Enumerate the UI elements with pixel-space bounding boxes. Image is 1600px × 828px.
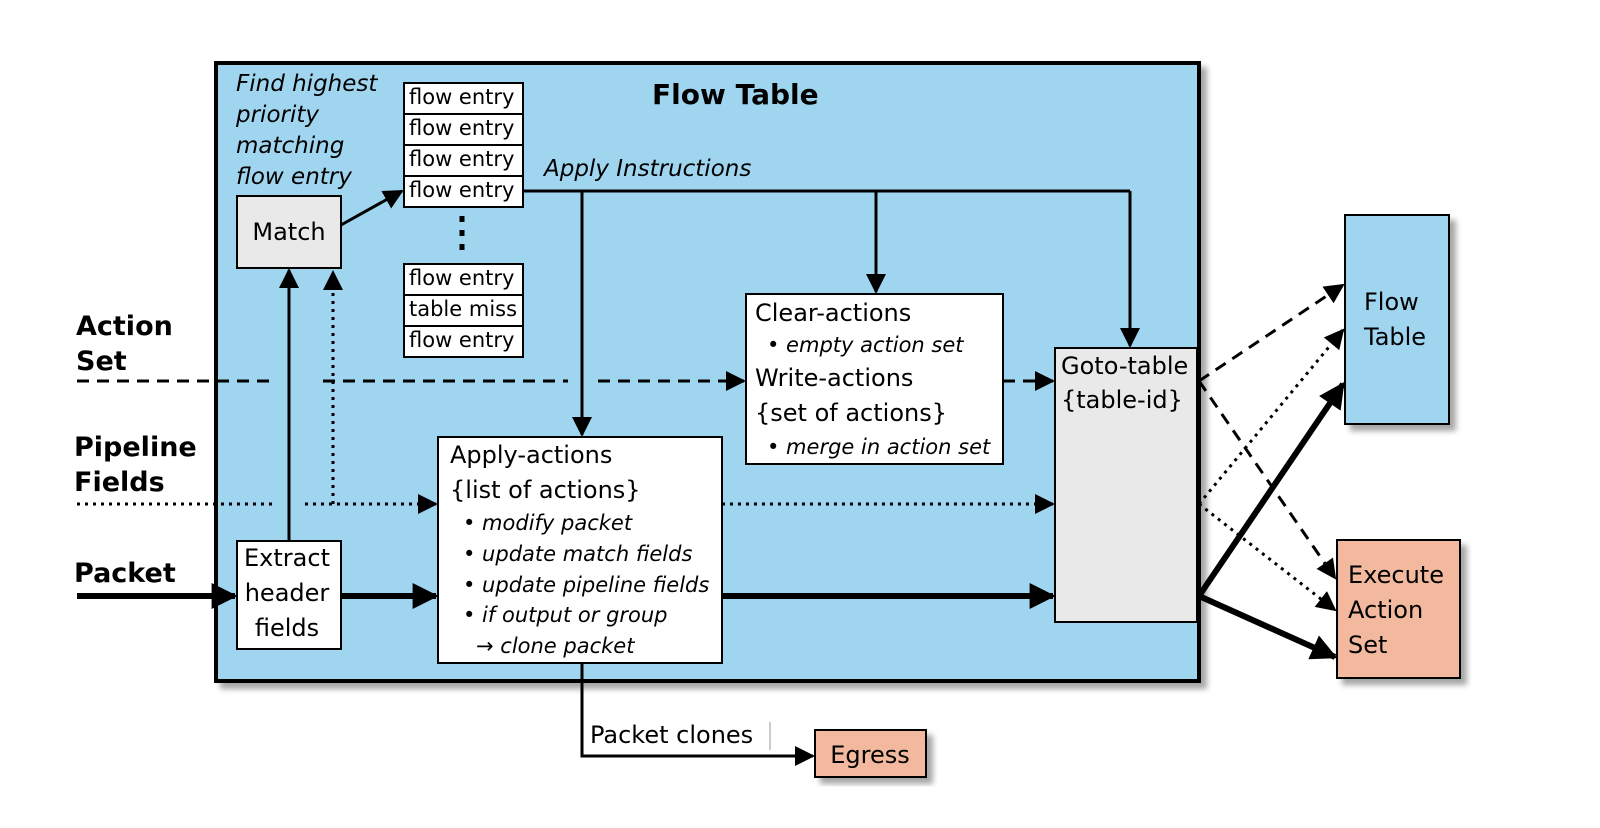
apply-actions-title: Apply-actions xyxy=(450,441,612,469)
flow-entry-stack-top: flow entry flow entry flow entry flow en… xyxy=(403,82,524,208)
goto-to-execute-dotted xyxy=(1198,502,1337,612)
apply-item-2: • update match fields xyxy=(463,542,692,566)
goto-to-table-solid xyxy=(1196,381,1346,598)
clear-actions-sub: • empty action set xyxy=(767,333,964,357)
match-to-entry-arrow xyxy=(340,189,404,227)
find-line-2: priority xyxy=(235,102,319,128)
apply-item-3: • update pipeline fields xyxy=(463,573,709,597)
flow-entry-4 xyxy=(403,175,524,208)
goto-table-box xyxy=(1054,347,1198,623)
write-actions-title: Write-actions xyxy=(755,364,913,392)
table-miss-label: table miss xyxy=(409,297,517,321)
pipeline-fields-label-2: Fields xyxy=(74,467,165,498)
action-set-label-2: Set xyxy=(76,346,127,377)
table-miss-entry xyxy=(403,294,524,327)
write-actions-sub: {set of actions} xyxy=(755,399,947,427)
next-flow-table-line-1: Flow xyxy=(1364,288,1419,316)
extract-line-3: fields xyxy=(255,614,319,642)
packet-clones-arrow xyxy=(580,663,815,766)
pipeline-fields-label-1: Pipeline xyxy=(74,432,197,463)
execute-line-3: Set xyxy=(1348,631,1387,659)
flow-entry-2-label: flow entry xyxy=(409,116,514,140)
find-line-3: matching xyxy=(236,133,344,159)
flow-entry-6 xyxy=(403,325,524,358)
egress-box xyxy=(814,729,927,778)
next-flow-table-line-2: Table xyxy=(1363,323,1426,351)
execute-line-1: Execute xyxy=(1348,561,1444,589)
goto-table-id: {table-id} xyxy=(1061,386,1183,414)
goto-table-title: Goto-table xyxy=(1061,352,1188,380)
flow-entry-6-label: flow entry xyxy=(409,328,514,352)
action-set-label-1: Action xyxy=(76,311,173,342)
flow-entry-5-label: flow entry xyxy=(409,266,514,290)
flow-table-title: Flow Table xyxy=(652,78,819,111)
flow-entry-1-label: flow entry xyxy=(409,85,514,109)
flow-entry-stack-bottom: flow entry table miss flow entry xyxy=(403,263,524,358)
apply-actions-box xyxy=(437,436,723,664)
extract-line-2: header xyxy=(245,579,330,607)
flow-entry-4-label: flow entry xyxy=(409,178,514,202)
clear-actions-title: Clear-actions xyxy=(755,299,911,327)
apply-item-4: • if output or group xyxy=(463,603,668,627)
execute-line-2: Action xyxy=(1348,596,1423,624)
match-box xyxy=(236,195,342,269)
apply-instructions-label: Apply Instructions xyxy=(542,156,751,182)
find-line-1: Find highest xyxy=(236,71,378,97)
flow-entry-5 xyxy=(403,263,524,296)
goto-to-table-dashed xyxy=(1198,283,1345,383)
find-highest-priority-text: Find highest priority matching flow entr… xyxy=(235,71,378,190)
apply-item-1: • modify packet xyxy=(463,511,633,535)
merge-action-set: • merge in action set xyxy=(767,435,991,459)
extract-line-1: Extract xyxy=(244,544,330,572)
egress-label: Egress xyxy=(830,741,910,769)
clear-write-actions-box xyxy=(745,293,1004,465)
execute-action-set-box xyxy=(1336,539,1461,679)
apply-actions-sub: {list of actions} xyxy=(450,476,641,504)
flow-entry-2 xyxy=(403,113,524,146)
next-flow-table-box xyxy=(1344,214,1450,425)
goto-to-execute-solid xyxy=(1197,593,1338,660)
find-line-4: flow entry xyxy=(236,164,352,190)
match-label: Match xyxy=(252,218,325,246)
flow-entry-3-label: flow entry xyxy=(409,147,514,171)
packet-clones-label: Packet clones xyxy=(590,721,753,749)
goto-to-execute-dashed xyxy=(1197,380,1337,580)
packet-label: Packet xyxy=(74,558,176,589)
apply-clone-packet: → clone packet xyxy=(476,634,635,658)
goto-to-table-dotted xyxy=(1197,328,1345,505)
